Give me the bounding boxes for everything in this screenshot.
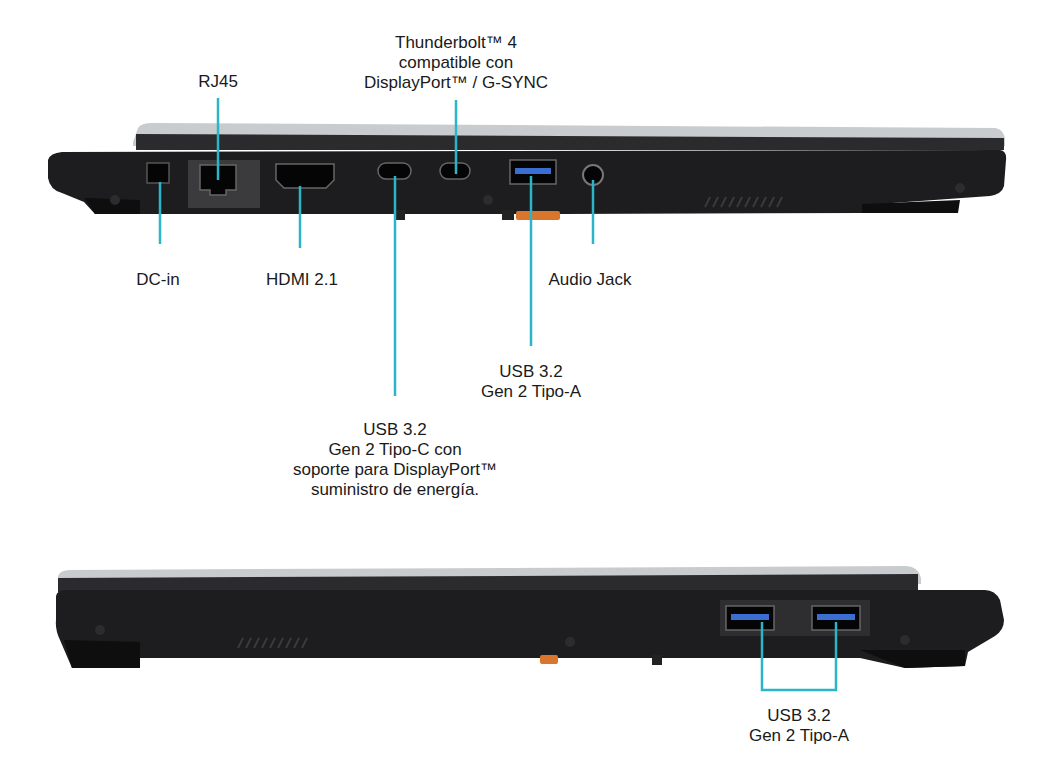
screw [110, 195, 120, 205]
label-line: RJ45 [198, 72, 238, 92]
port-label: HDMI 2.1 [266, 270, 338, 290]
lid [136, 134, 1004, 150]
label-line: compatible con [364, 53, 548, 73]
port-label: RJ45 [198, 72, 238, 92]
orange-tab [540, 655, 558, 664]
label-line: USB 3.2 [293, 420, 497, 440]
vent [705, 197, 782, 207]
label-line: Gen 2 Tipo-A [481, 382, 581, 402]
leader-line [394, 176, 397, 396]
dc-in-port [147, 163, 169, 183]
hdmi-port [276, 164, 334, 188]
hinge-tab [502, 210, 514, 220]
foot [860, 650, 965, 668]
port-label: USB 3.2 Gen 2 Tipo-A [749, 706, 849, 746]
leader-line [455, 100, 458, 174]
hinge-tab [652, 655, 662, 665]
usb-a-tongue [515, 168, 551, 174]
leader-lines [160, 98, 593, 396]
base [56, 590, 1004, 668]
label-line: suministro de energía. [293, 480, 497, 500]
leader-line [592, 180, 595, 244]
vent [238, 638, 307, 648]
label-line: DisplayPort™ / G-SYNC [364, 73, 548, 93]
label-line: Audio Jack [548, 270, 631, 290]
usb-a-port [510, 160, 556, 184]
label-line: Gen 2 Tipo-A [749, 726, 849, 746]
leader-line [159, 182, 162, 244]
port-label: Thunderbolt™ 4 compatible con DisplayPor… [364, 33, 548, 93]
port-label: DC-in [136, 270, 179, 290]
base [48, 150, 1006, 214]
rj45-housing [188, 160, 260, 208]
port-panel [720, 600, 870, 636]
screw [483, 195, 493, 205]
screw [955, 183, 965, 193]
label-line: Thunderbolt™ 4 [364, 33, 548, 53]
usb-a-port [726, 606, 774, 630]
foot [862, 200, 960, 213]
label-line: soporte para DisplayPort™ [293, 460, 497, 480]
usb-a-tongue [731, 614, 769, 620]
usb-a-tongue [817, 614, 855, 620]
screw [565, 637, 575, 647]
laptop-right-side [56, 566, 1004, 668]
label-line: USB 3.2 [481, 362, 581, 382]
orange-tab [516, 211, 560, 220]
lid [58, 574, 918, 592]
hinge-tab [395, 210, 405, 220]
foot [64, 640, 140, 668]
leader-line [530, 176, 533, 346]
port-label: USB 3.2 Gen 2 Tipo-C con soporte para Di… [293, 420, 497, 500]
leader-line [299, 186, 302, 248]
label-line: Gen 2 Tipo-C con [293, 440, 497, 460]
label-line: HDMI 2.1 [266, 270, 338, 290]
label-line: USB 3.2 [749, 706, 849, 726]
laptop-left-side [48, 123, 1006, 220]
port-label: Audio Jack [548, 270, 631, 290]
port-label: USB 3.2 Gen 2 Tipo-A [481, 362, 581, 402]
leader-line [217, 98, 220, 180]
screw [95, 625, 105, 635]
screw [900, 635, 910, 645]
label-line: DC-in [136, 270, 179, 290]
bracket-leader [762, 622, 836, 690]
